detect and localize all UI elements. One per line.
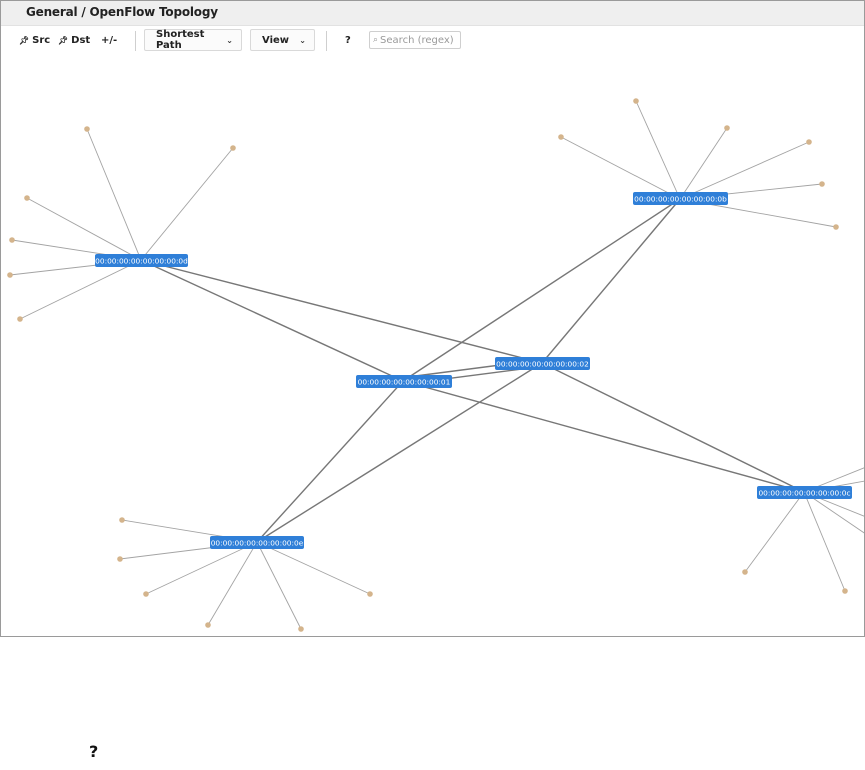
host-node[interactable] <box>24 195 30 201</box>
host-node[interactable] <box>633 98 639 104</box>
switch-label: 00:00:00:00:00:00:00:0d <box>95 257 188 266</box>
path-select-value: Shortest Path <box>156 29 205 51</box>
host-nodes <box>7 98 848 632</box>
title-bar: General / OpenFlow Topology <box>1 1 864 26</box>
switch-node-0d[interactable]: 00:00:00:00:00:00:00:0d <box>95 254 188 267</box>
host-node[interactable] <box>842 588 848 594</box>
search-icon: ⌕ <box>373 35 379 45</box>
pin-icon: 📌︎ <box>58 35 69 45</box>
switch-node-0c[interactable]: 00:00:00:00:00:00:00:0c <box>757 486 852 499</box>
switch-label: 00:00:00:00:00:00:00:0c <box>758 489 850 498</box>
search-input[interactable]: ⌕ Search (regex) <box>369 31 461 49</box>
chevron-down-icon: ⌄ <box>226 35 233 45</box>
switch-label: 00:00:00:00:00:00:00:02 <box>496 360 589 369</box>
host-node[interactable] <box>9 237 15 243</box>
host-node[interactable] <box>7 272 13 278</box>
host-node[interactable] <box>143 591 149 597</box>
switch-label: 00:00:00:00:00:00:00:01 <box>358 378 451 387</box>
host-node[interactable] <box>298 626 304 632</box>
switch-label: 00:00:00:00:00:00:00:0b <box>634 195 727 204</box>
toolbar-divider <box>326 31 327 51</box>
search-placeholder: Search (regex) <box>380 34 454 46</box>
host-node[interactable] <box>205 622 211 628</box>
chevron-down-icon: ⌄ <box>299 35 306 45</box>
host-node[interactable] <box>367 591 373 597</box>
host-node[interactable] <box>84 126 90 132</box>
host-node[interactable] <box>819 181 825 187</box>
host-node[interactable] <box>806 139 812 145</box>
switch-node-02[interactable]: 00:00:00:00:00:00:00:02 <box>495 357 590 370</box>
src-label: Src <box>32 34 51 46</box>
switch-node-0e[interactable]: 00:00:00:00:00:00:00:0e <box>210 536 304 549</box>
host-links <box>9 100 864 630</box>
dst-label: Dst <box>71 34 91 46</box>
switch-node-0b[interactable]: 00:00:00:00:00:00:00:0b <box>633 192 728 205</box>
page-title: General / OpenFlow Topology <box>26 5 218 19</box>
host-node[interactable] <box>17 316 23 322</box>
host-node[interactable] <box>119 517 125 523</box>
path-select[interactable]: Shortest Path ⌄ <box>144 29 242 51</box>
help-button[interactable]: ? <box>345 26 351 54</box>
switch-node-01[interactable]: 00:00:00:00:00:00:00:01 <box>356 375 452 388</box>
topology-panel: General / OpenFlow Topology 📌︎ Src 📌︎ Ds… <box>0 0 865 637</box>
view-select[interactable]: View ⌄ <box>250 29 315 51</box>
toolbar: 📌︎ Src 📌︎ Dst +/- Shortest Path ⌄ View ⌄… <box>1 26 864 56</box>
help-label: ? <box>345 34 351 46</box>
host-node[interactable] <box>742 569 748 575</box>
src-button[interactable]: 📌︎ Src <box>19 26 50 54</box>
host-node[interactable] <box>558 134 564 140</box>
host-node[interactable] <box>230 145 236 151</box>
topology-graph[interactable]: 00:00:00:00:00:00:00:0d 00:00:00:00:00:0… <box>1 56 864 636</box>
switch-label: 00:00:00:00:00:00:00:0e <box>211 539 304 548</box>
help-icon[interactable]: ? <box>89 742 99 761</box>
pin-icon: 📌︎ <box>19 35 30 45</box>
plus-minus-button[interactable]: +/- <box>101 26 117 54</box>
dst-button[interactable]: 📌︎ Dst <box>58 26 90 54</box>
host-node[interactable] <box>724 125 730 131</box>
toolbar-divider <box>135 31 136 51</box>
plus-minus-label: +/- <box>101 34 118 46</box>
host-node[interactable] <box>117 556 123 562</box>
switch-links <box>140 198 805 543</box>
view-select-value: View <box>262 34 290 46</box>
host-node[interactable] <box>833 224 839 230</box>
